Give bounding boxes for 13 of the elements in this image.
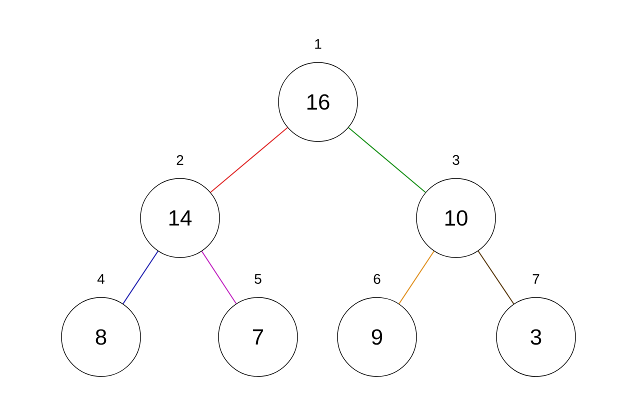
index-label: 5 <box>254 274 262 284</box>
tree-edge <box>478 250 514 304</box>
tree-edge <box>348 127 426 193</box>
tree-edge <box>201 250 237 304</box>
tree-edge <box>210 127 288 193</box>
index-label: 6 <box>374 274 380 284</box>
tree-edge <box>398 250 434 304</box>
index-label: 4 <box>97 274 104 284</box>
index-label: 2 <box>176 155 184 165</box>
index-label: 3 <box>452 155 460 165</box>
tree-edge <box>122 250 158 304</box>
index-label: 1 <box>315 39 322 49</box>
index-label: 7 <box>532 274 540 284</box>
